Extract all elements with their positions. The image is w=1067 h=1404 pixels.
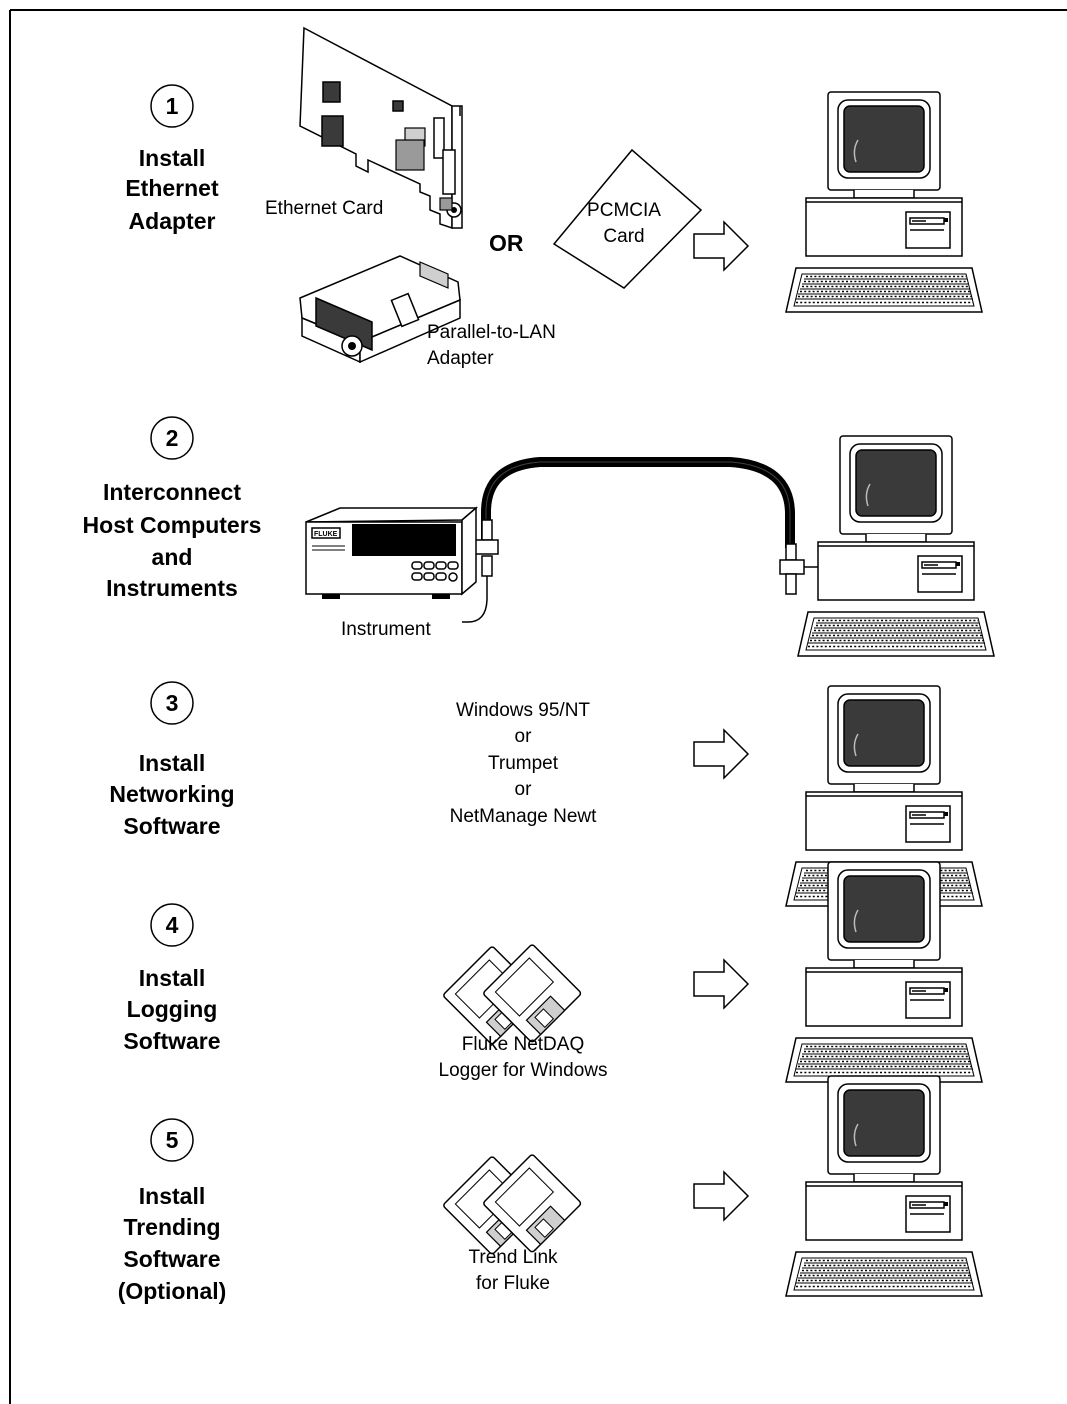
pcmcia-label-line-1: PCMCIA: [587, 200, 661, 221]
step-4-software-line-1: Fluke NetDAQ: [462, 1034, 584, 1055]
step-4: 4 Install Logging Software Fluke NetDAQ …: [123, 861, 983, 1083]
step-5-software-line-1: Trend Link: [468, 1247, 558, 1268]
parallel-adapter-icon: [299, 255, 461, 364]
step-1-title-line-1: Install: [139, 145, 205, 171]
step-4-title-line-1: Install: [139, 965, 205, 991]
step-2-title-line-3: and: [152, 544, 193, 570]
or-label: OR: [489, 230, 524, 256]
step-1-computer-icon: [785, 91, 983, 313]
step-2-title-line-4: Instruments: [106, 575, 238, 601]
step-2-title-line-1: Interconnect: [103, 479, 241, 505]
step-2-number: 2: [166, 425, 179, 451]
step-5-number: 5: [166, 1127, 179, 1153]
step-5-floppy-disks-icon: [441, 1153, 583, 1256]
step-4-software-line-2: Logger for Windows: [439, 1060, 608, 1081]
step-5-software-line-2: for Fluke: [476, 1273, 550, 1294]
network-card-icon: [299, 26, 463, 230]
step-5: 5 Install Trending Software (Optional) T…: [118, 1075, 983, 1304]
step-1: 1 Install Ethernet Adapter Ethernet Card…: [125, 26, 983, 369]
step-4-number-circle: [150, 903, 194, 947]
step-5-number-circle: [150, 1118, 194, 1162]
step-5-computer-icon: [785, 1075, 983, 1297]
step-2-title-line-2: Host Computers: [83, 512, 262, 538]
instrument-brand-label: FLUKE: [314, 531, 338, 538]
step-2: 2 Interconnect Host Computers and Instru…: [83, 416, 995, 657]
step-4-title-line-3: Software: [123, 1028, 220, 1054]
step-2-number-circle: [150, 416, 194, 460]
instrument-icon: FLUKE: [305, 506, 479, 599]
step-1-number: 1: [166, 93, 179, 119]
parallel-adapter-label-line-2: Adapter: [427, 348, 494, 369]
step-4-arrow-icon: [693, 959, 749, 1009]
step-3-software-line-2: or: [515, 726, 533, 747]
coax-cable-icon: [481, 457, 795, 548]
step-5-title-line-2: Trending: [123, 1214, 220, 1240]
step-3-title-line-3: Software: [123, 813, 220, 839]
step-5-title-line-3: Software: [123, 1246, 220, 1272]
step-3-software-line-3: Trumpet: [488, 753, 559, 774]
parallel-adapter-label-line-1: Parallel-to-LAN: [427, 322, 556, 343]
step-1-title-line-2: Ethernet: [125, 175, 219, 201]
ethernet-card-label: Ethernet Card: [265, 198, 383, 219]
step-3-software-line-5: NetManage Newt: [450, 806, 598, 827]
step-1-arrow-icon: [693, 221, 749, 271]
step-4-title-line-2: Logging: [127, 996, 218, 1022]
step-1-title-line-3: Adapter: [129, 208, 216, 234]
pcmcia-label-line-2: Card: [603, 226, 644, 247]
step-5-arrow-icon: [693, 1171, 749, 1221]
step-3-number-circle: [150, 681, 194, 725]
pcmcia-card-icon: [552, 148, 703, 289]
step-5-title-line-4: (Optional): [118, 1278, 227, 1304]
step-3-number: 3: [166, 690, 179, 716]
step-3-software-line-4: or: [515, 779, 533, 800]
step-3-title-line-1: Install: [139, 750, 205, 776]
step-4-number: 4: [166, 912, 179, 938]
step-5-title-line-1: Install: [139, 1183, 205, 1209]
instrument-label: Instrument: [341, 619, 431, 640]
step-4-floppy-disks-icon: [441, 943, 583, 1046]
step-3: 3 Install Networking Software Windows 95…: [109, 681, 983, 907]
step-1-number-circle: [150, 84, 194, 128]
step-3-arrow-icon: [693, 729, 749, 779]
step-2-computer-icon: [797, 435, 995, 657]
step-3-software-line-1: Windows 95/NT: [456, 700, 590, 721]
step-3-title-line-2: Networking: [109, 781, 234, 807]
